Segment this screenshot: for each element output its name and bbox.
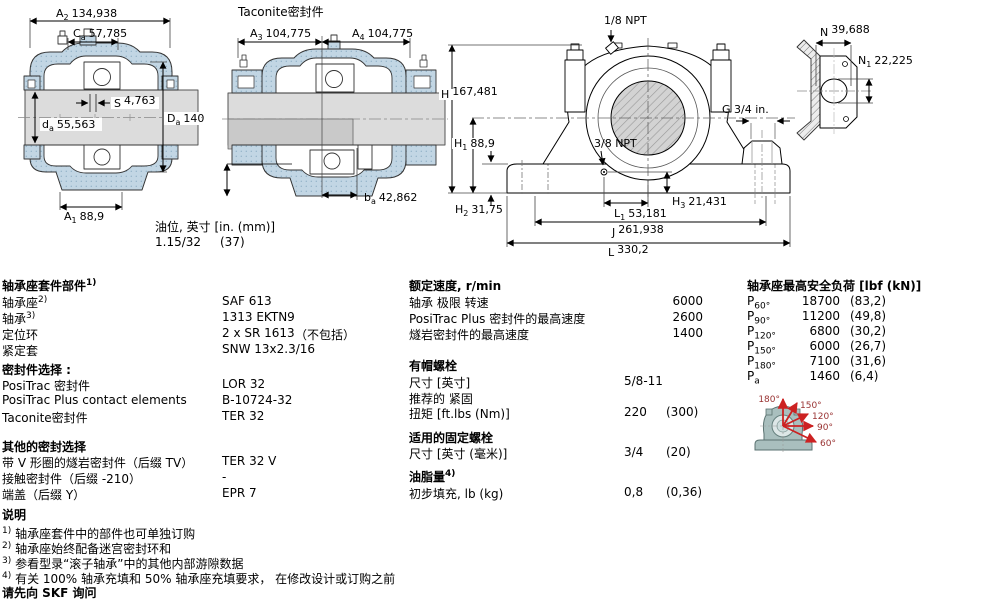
cap-bolts-title: 有帽螺栓 [409, 359, 458, 373]
load-angle-120: 120° [812, 412, 834, 422]
notes-title: 说明 [2, 508, 27, 522]
load-angle-180: 180° [758, 395, 780, 405]
load-direction-diagram: 180° 150° 120° 90° 60° [754, 395, 836, 452]
other-seals-title: 其他的密封选择 [2, 440, 87, 454]
load-angle-150: 150° [800, 401, 822, 411]
dim-npt18: 1/8 NPT [604, 14, 647, 27]
loads-title: 轴承座最高安全负荷 [lbf (kN)] [747, 279, 922, 293]
load-arrow-60 [782, 425, 817, 443]
load-diagram-base [754, 439, 813, 451]
load-arrow-150 [782, 402, 798, 427]
components-title: 轴承座套件部件1) [2, 278, 97, 293]
oil-level-line1: 油位, 英寸 [in. (mm)] [155, 220, 276, 234]
note-item: 4) 有关 100% 轴承充填和 50% 轴承座充填要求， 在修改设计或订购之前 [2, 571, 396, 586]
dim-g: G 3/4 in. [722, 103, 769, 116]
dim-npt38: 3/8 NPT [594, 137, 637, 150]
load-angle-60: 60° [820, 439, 836, 449]
bearing-ball [93, 68, 111, 86]
note-item: 3) 参看型录“滚子轴承”中的其他内部游隙数据 [2, 556, 244, 571]
notes-footer: 请先向 SKF 询问 [2, 586, 97, 600]
oil-level-mm: (37) [220, 235, 245, 249]
seal-options-title: 密封件选择 : [2, 363, 71, 377]
oil-level-value: 1.15/32 [155, 235, 202, 249]
grease-title: 油脂量4) [409, 469, 456, 484]
speed-title: 额定速度, r/min [409, 279, 502, 293]
load-angle-90: 90° [817, 423, 833, 433]
mount-bolts-title: 适用的固定螺栓 [409, 431, 494, 445]
load-arrow-120 [782, 413, 809, 427]
taconite-drawing-title: Taconite密封件 [238, 5, 324, 19]
note-item: 2) 轴承座始终配备迷宫密封环和 [2, 541, 172, 556]
note-item: 1) 轴承座套件中的部件也可单独订购 [2, 526, 196, 541]
oil-level-note: 油位, 英寸 [in. (mm)] 1.15/32 (37) [155, 218, 275, 251]
